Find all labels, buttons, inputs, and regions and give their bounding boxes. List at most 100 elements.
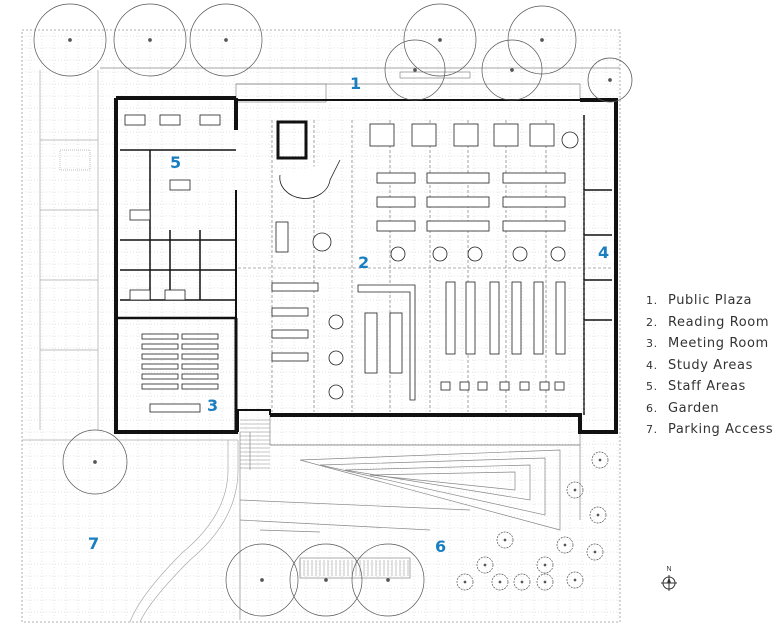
legend-item: 7. Parking Access (646, 419, 773, 441)
book-shelf (502, 196, 566, 208)
shrub-center (596, 513, 600, 517)
study-table (369, 123, 395, 147)
tree-trunk (608, 78, 612, 82)
cafe-table (328, 384, 344, 400)
shrub (566, 571, 584, 589)
book-shelf (376, 172, 416, 184)
tree-trunk (93, 460, 97, 464)
tree-trunk (540, 38, 544, 42)
staff-desk (129, 289, 151, 301)
meeting-seat-row (141, 363, 179, 370)
garden (239, 414, 581, 620)
tree-canopy (113, 3, 187, 77)
shrub-center (463, 580, 467, 584)
tree-canopy (384, 39, 446, 101)
legend-label: Reading Room (668, 314, 770, 330)
legend-item: 5.Staff Areas (646, 376, 773, 398)
book-stack (511, 281, 522, 355)
shrub-center (503, 538, 507, 542)
shrub (536, 556, 554, 574)
tree-canopy (62, 429, 128, 495)
legend-num: 4. (646, 358, 658, 372)
display-table (275, 221, 289, 253)
shrub-center (520, 580, 524, 584)
tree-trunk (413, 68, 417, 72)
tree-canopy (33, 3, 107, 77)
legend-label: Meeting Room (668, 336, 769, 351)
legend-item: 2. Reading Room (646, 312, 773, 334)
label-reading-room: 2 (358, 253, 370, 272)
site-boundary (21, 29, 621, 623)
lounge-chair (440, 381, 451, 391)
tree-canopy (481, 39, 543, 101)
label-meeting-room: 3 (207, 396, 219, 415)
legend-num: 3. (646, 337, 658, 350)
round-table (467, 246, 483, 262)
book-shelf (426, 196, 490, 208)
trees (33, 3, 633, 617)
tree-canopy (289, 543, 363, 617)
legend-num: 2. (646, 315, 658, 329)
book-stack (445, 281, 456, 355)
shrub (589, 506, 607, 524)
stairs (240, 419, 409, 576)
round-table (550, 246, 566, 262)
shrub-center (543, 563, 547, 567)
cafe-table (328, 350, 344, 366)
shrub (556, 536, 574, 554)
cafe-table (328, 314, 344, 330)
legend-item: 1.Public Plaza (646, 290, 773, 312)
low-shelf (271, 282, 319, 292)
legend-item: 4. Study Areas (646, 355, 773, 377)
legend-label: Parking Access (668, 422, 774, 437)
shrub (591, 451, 609, 469)
meeting-seat-row (181, 353, 219, 360)
study-table (411, 123, 437, 147)
tree-canopy (403, 3, 477, 77)
low-shelf (271, 352, 309, 362)
book-shelf (502, 172, 566, 184)
tree-trunk (68, 38, 72, 42)
lounge-chair (539, 381, 550, 391)
shrub (496, 531, 514, 549)
site-grid (22, 30, 620, 620)
counter (357, 284, 416, 401)
meeting-seat-row (181, 343, 219, 350)
furniture (124, 114, 579, 413)
staff-desk (129, 209, 151, 221)
book-stack (489, 281, 500, 355)
staff-desk (164, 289, 186, 301)
tree-trunk (438, 38, 442, 42)
lounge-chair (519, 381, 530, 391)
shrub (476, 556, 494, 574)
shrub-center (483, 563, 487, 567)
meeting-seat-row (181, 333, 219, 340)
lounge-chair (477, 381, 488, 391)
study-table (493, 123, 519, 147)
book-shelf (376, 196, 416, 208)
legend-num: 7. (646, 423, 658, 436)
legend: 1.Public Plaza 2. Reading Room 3. Meeting … (646, 290, 773, 441)
tree-canopy (225, 543, 299, 617)
shrub (536, 573, 554, 591)
tree-trunk (510, 68, 514, 72)
shrub-center (598, 458, 602, 462)
meeting-seat-row (141, 353, 179, 360)
public-plaza (100, 67, 620, 103)
structural-grid (238, 120, 612, 412)
book-stack (389, 312, 403, 374)
shrub (513, 573, 531, 591)
meeting-seat-row (141, 333, 179, 340)
legend-item: 3. Meeting Room (646, 333, 773, 355)
shrub (566, 481, 584, 499)
legend-label: Public Plaza (668, 293, 753, 308)
tree-trunk (224, 38, 228, 42)
legend-label: Garden (668, 400, 720, 416)
low-shelf (271, 329, 309, 339)
label-staff-areas: 5 (170, 153, 182, 172)
label-garden: 6 (435, 537, 447, 556)
meeting-seat-row (181, 373, 219, 380)
tree-trunk (148, 38, 152, 42)
legend-label: Study Areas (668, 357, 753, 373)
